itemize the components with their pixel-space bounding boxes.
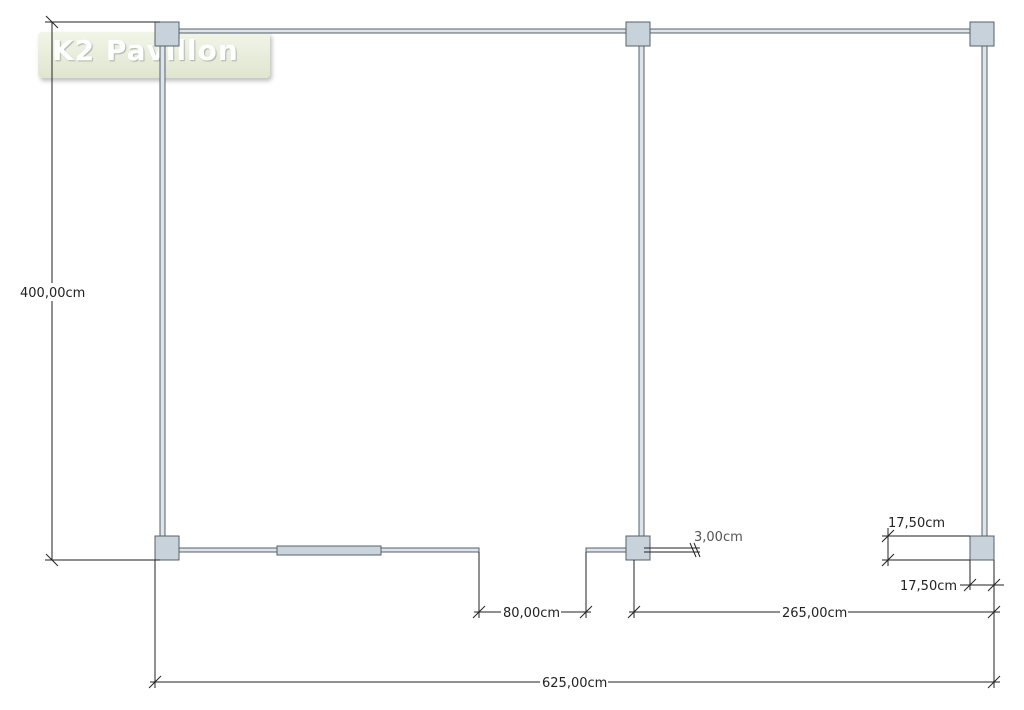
post-top-right (969, 21, 995, 47)
post-top-left (154, 21, 180, 47)
right-wall (981, 34, 988, 548)
bottom-wall-right (585, 547, 627, 553)
post-bottom-left (154, 535, 180, 561)
top-wall (166, 28, 982, 34)
post-bottom-right (969, 535, 995, 561)
window (276, 545, 382, 556)
height-dimension-label: 400,00cm (20, 286, 85, 301)
logo-text: K2 Pavillon (52, 34, 239, 67)
post-height-dimension-label: 17,50cm (888, 516, 945, 531)
posts (154, 21, 995, 561)
post-top-middle (625, 21, 651, 47)
middle-wall (638, 34, 645, 548)
total-width-dimension-label: 625,00cm (542, 676, 607, 691)
dimension-lines (45, 15, 1004, 689)
logo-background (38, 32, 270, 78)
door-opening-dimension-label: 80,00cm (503, 606, 560, 621)
right-bay-dimension-label: 265,00cm (782, 606, 847, 621)
walls (159, 28, 988, 556)
left-wall (159, 34, 166, 548)
wall-thickness-dimension-label: 3,00cm (694, 530, 743, 545)
post-width-dimension-label: 17,50cm (900, 579, 957, 594)
